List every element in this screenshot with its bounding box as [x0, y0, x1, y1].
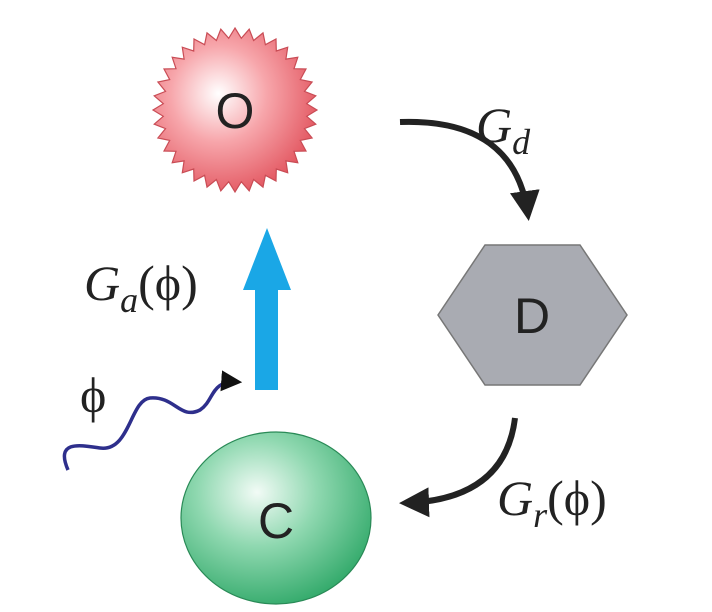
star-shape — [151, 26, 319, 194]
arrow-gd — [399, 118, 540, 221]
node-o: O — [151, 26, 319, 194]
label-gd: Gd — [476, 97, 531, 162]
node-o-label: O — [216, 83, 255, 139]
node-c: C — [180, 431, 372, 605]
node-c-label: C — [258, 493, 294, 549]
label-gr: Gr(ϕ) — [497, 470, 607, 535]
node-d-label: D — [514, 288, 550, 344]
arrow-ga — [243, 228, 291, 390]
ellipse-shape — [180, 431, 372, 605]
node-d: D — [437, 244, 628, 386]
arrow-gr — [399, 417, 518, 518]
hexagon-shape — [437, 244, 628, 386]
label-phi: ϕ — [80, 367, 106, 423]
label-ga: Ga(ϕ) — [84, 255, 198, 320]
phi-wave — [62, 370, 243, 471]
